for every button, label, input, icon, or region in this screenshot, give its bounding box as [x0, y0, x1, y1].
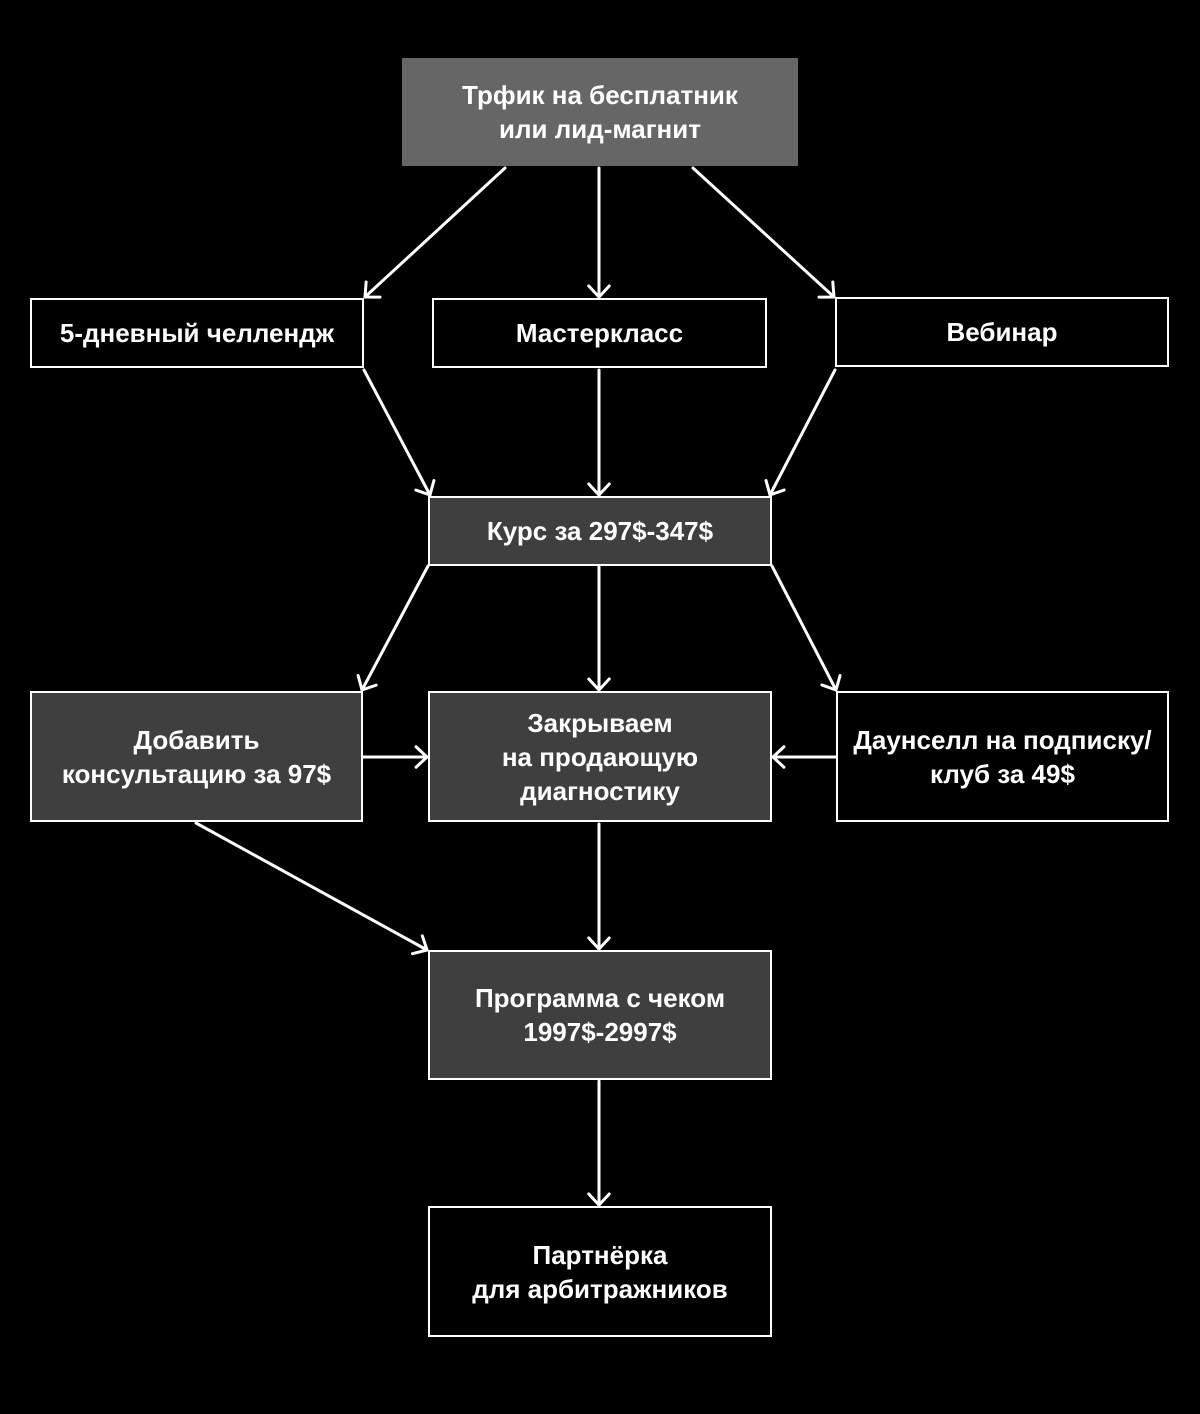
- arrow-challenge-to-course: [362, 368, 436, 497]
- arrow-traffic-to-masterclass: [587, 166, 611, 299]
- node-program: Программа с чеком 1997$-2997$: [428, 950, 772, 1080]
- connector-line: [691, 166, 836, 299]
- arrowhead-icon: [356, 674, 378, 692]
- arrow-traffic-to-challenge: [363, 166, 507, 299]
- arrow-downsell-to-diagnostic: [771, 745, 838, 769]
- node-masterclass-label: Мастеркласс: [515, 318, 684, 348]
- arrow-masterclass-to-course: [587, 368, 611, 497]
- connector-line: [363, 166, 507, 299]
- node-downsell: Даунселл на подписку/ клуб за 49$: [836, 691, 1169, 822]
- arrowhead-icon: [587, 284, 611, 299]
- arrowhead-icon: [817, 280, 836, 299]
- arrowhead-icon: [587, 936, 611, 951]
- arrow-diagnostic-to-program: [587, 822, 611, 951]
- arrowhead-icon: [410, 934, 429, 956]
- node-diagnostic: Закрываем на продающую диагностику: [428, 691, 772, 822]
- node-webinar-label: Вебинар: [946, 317, 1058, 347]
- node-diagnostic-label: Закрываем на продающую диагностику: [501, 707, 699, 806]
- node-course-label: Курс за 297$-347$: [486, 516, 714, 546]
- node-program-label: Программа с чеком 1997$-2997$: [474, 983, 726, 1047]
- arrowhead-icon: [363, 280, 382, 299]
- arrow-course-to-consultation: [356, 564, 430, 692]
- arrow-consultation-to-diagnostic: [361, 745, 429, 769]
- node-course: Курс за 297$-347$: [428, 496, 772, 566]
- arrowhead-icon: [587, 1192, 611, 1207]
- connector-line: [770, 564, 838, 692]
- connector-line: [360, 564, 430, 692]
- arrowhead-icon: [764, 479, 786, 497]
- node-affiliate-label: Партнёрка для арбитражников: [472, 1239, 728, 1304]
- arrowhead-icon: [587, 677, 611, 692]
- node-challenge: 5-дневный челлендж: [30, 298, 364, 368]
- arrowhead-icon: [587, 482, 611, 497]
- node-challenge-label: 5-дневный челлендж: [59, 318, 335, 348]
- arrow-consultation-to-program: [194, 821, 429, 956]
- node-consultation-label: Добавить консультацию за 97$: [61, 724, 332, 789]
- node-masterclass: Мастеркласс: [432, 298, 767, 368]
- connector-line: [194, 821, 429, 952]
- arrowhead-icon: [771, 745, 786, 769]
- node-consultation: Добавить консультацию за 97$: [30, 691, 363, 822]
- node-affiliate: Партнёрка для арбитражников: [428, 1206, 772, 1337]
- arrow-course-to-downsell: [770, 564, 842, 692]
- arrow-webinar-to-course: [764, 368, 837, 497]
- connector-line: [768, 368, 837, 497]
- arrow-program-to-affiliate: [587, 1079, 611, 1207]
- node-downsell-label: Даунселл на подписку/ клуб за 49$: [853, 724, 1152, 789]
- arrowhead-icon: [414, 479, 436, 497]
- node-traffic: Трфик на бесплатник или лид-магнит: [402, 58, 798, 166]
- node-webinar: Вебинар: [835, 297, 1169, 367]
- arrowhead-icon: [820, 674, 842, 692]
- arrowhead-icon: [414, 745, 429, 769]
- connector-line: [362, 368, 432, 497]
- arrow-course-to-diagnostic: [587, 564, 611, 692]
- node-traffic-label: Трфик на бесплатник или лид-магнит: [462, 80, 738, 144]
- arrow-traffic-to-webinar: [691, 166, 836, 299]
